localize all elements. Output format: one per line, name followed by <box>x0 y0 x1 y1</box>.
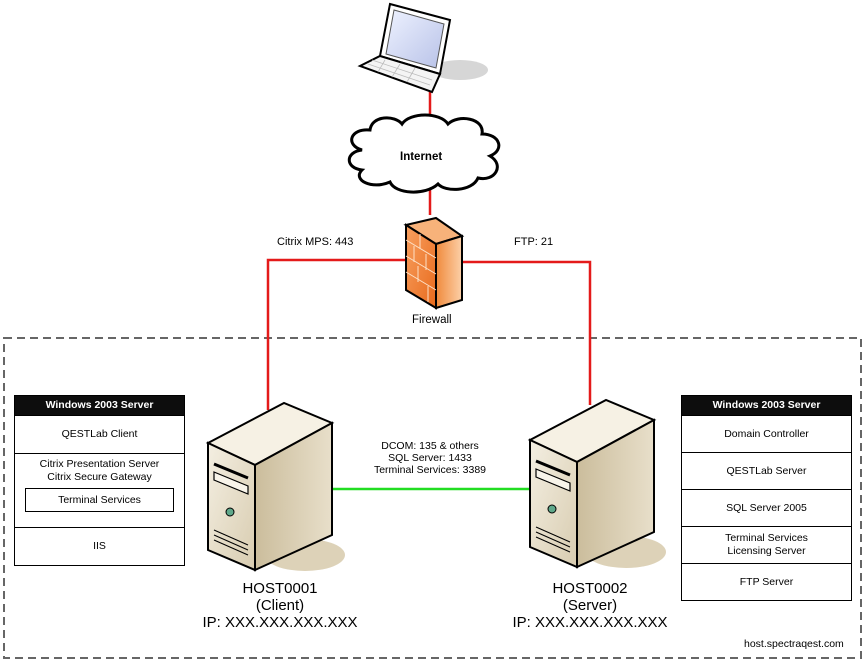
terminal-services-box: Terminal Services <box>25 488 174 512</box>
host2-caption: HOST0002 (Server) IP: XXX.XXX.XXX.XXX <box>500 580 680 631</box>
right-link-label: FTP: 21 <box>514 236 554 248</box>
stack-row-text: Licensing Server <box>727 545 806 557</box>
internet-label: Internet <box>400 151 443 163</box>
lan-link-label: DCOM: 135 & others SQL Server: 1433 Term… <box>360 440 500 476</box>
lan-link-line: Terminal Services: 3389 <box>373 464 487 476</box>
host2-role: (Server) <box>562 597 618 614</box>
stack-row-text: SQL Server 2005 <box>726 501 807 514</box>
laptop-icon <box>357 2 488 94</box>
lan-boundary <box>3 337 862 659</box>
stack-row-text: Citrix Secure Gateway <box>47 471 152 483</box>
stack-row-text: Citrix Presentation Server <box>39 458 160 470</box>
link-firewall-host2 <box>462 260 592 405</box>
host1-role: (Client) <box>255 597 305 614</box>
internet-cloud-icon <box>347 113 501 194</box>
stack-header: Windows 2003 Server <box>682 396 851 415</box>
stack-row: QESTLab Server <box>682 452 851 489</box>
host1-caption: HOST0001 (Client) IP: XXX.XXX.XXX.XXX <box>190 580 370 631</box>
stack-row: QESTLab Client <box>15 415 184 453</box>
server-host1-icon <box>205 401 345 572</box>
host1-name: HOST0001 <box>242 580 318 597</box>
stack-row-text: QESTLab Client <box>61 428 138 440</box>
client-software-stack: Windows 2003 Server QESTLab Client Citri… <box>14 395 185 566</box>
server-host2-icon <box>527 398 666 569</box>
host1-ip: IP: XXX.XXX.XXX.XXX <box>202 614 358 631</box>
left-link-label: Citrix MPS: 443 <box>277 236 354 248</box>
stack-row-text: IIS <box>93 540 106 552</box>
firewall-label: Firewall <box>412 314 452 326</box>
stack-row: Terminal Services Licensing Server <box>682 526 851 563</box>
stack-row: FTP Server <box>682 563 851 600</box>
domain-label: host.spectraqest.com <box>744 638 844 650</box>
stack-row-text: Domain Controller <box>724 427 809 440</box>
server-software-stack: Windows 2003 Server Domain Controller QE… <box>681 395 852 601</box>
stack-row: IIS <box>15 527 184 565</box>
stack-row: Citrix Presentation Server Citrix Secure… <box>15 453 184 527</box>
stack-header: Windows 2003 Server <box>15 396 184 415</box>
stack-row: Domain Controller <box>682 415 851 452</box>
host2-ip: IP: XXX.XXX.XXX.XXX <box>512 614 668 631</box>
host2-name: HOST0002 <box>552 580 628 597</box>
stack-row-text: QESTLab Server <box>726 464 807 477</box>
firewall-icon <box>403 216 465 310</box>
lan-link-line: DCOM: 135 & others <box>381 440 479 452</box>
link-firewall-host1 <box>266 258 406 410</box>
lan-link-line: SQL Server: 1433 <box>388 452 472 464</box>
stack-row: SQL Server 2005 <box>682 489 851 526</box>
stack-row-text: Terminal Services <box>725 532 808 544</box>
stack-row-text: FTP Server <box>739 575 794 588</box>
